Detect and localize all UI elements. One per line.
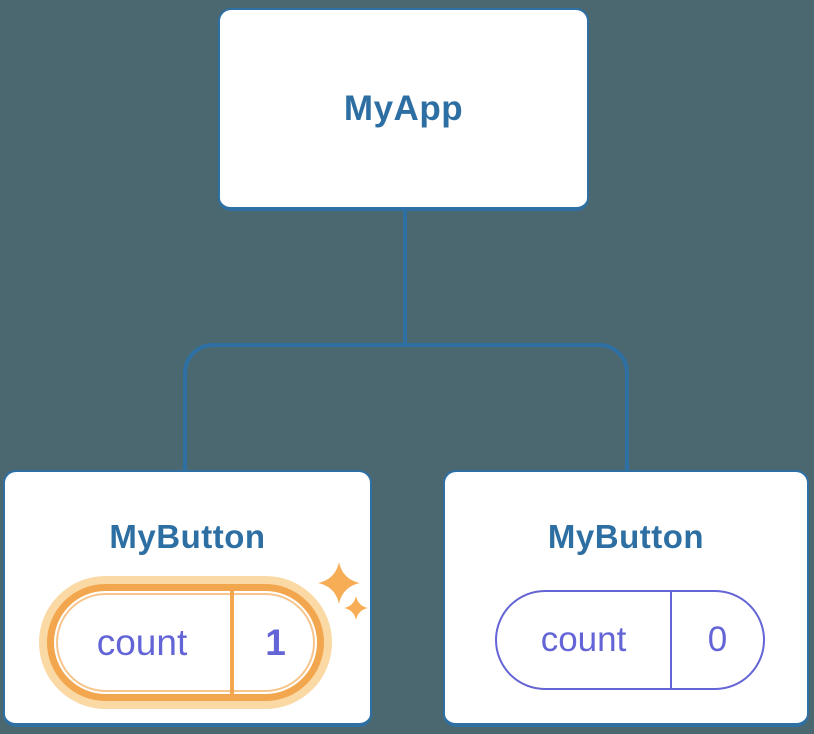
node-mybutton-left-title: MyButton bbox=[109, 518, 266, 555]
state-label: count bbox=[540, 620, 627, 659]
node-mybutton-right: MyButton count 0 bbox=[443, 470, 809, 727]
node-mybutton-right-title: MyButton bbox=[547, 518, 705, 555]
state-value: 1 bbox=[265, 621, 286, 663]
node-myapp-title: MyApp bbox=[343, 88, 464, 128]
pill-divider bbox=[230, 591, 234, 694]
edge-branch-to-children bbox=[183, 343, 629, 471]
pill-divider bbox=[670, 592, 672, 688]
node-mybutton-left: MyButton count 1 bbox=[3, 470, 372, 727]
node-myapp: MyApp bbox=[218, 8, 589, 211]
edge-root-stem bbox=[403, 211, 407, 347]
state-pill-highlighted: count 1 bbox=[47, 584, 324, 701]
state-pill-plain: count 0 bbox=[495, 590, 765, 690]
state-label: count bbox=[96, 621, 188, 663]
state-value: 0 bbox=[707, 620, 728, 659]
